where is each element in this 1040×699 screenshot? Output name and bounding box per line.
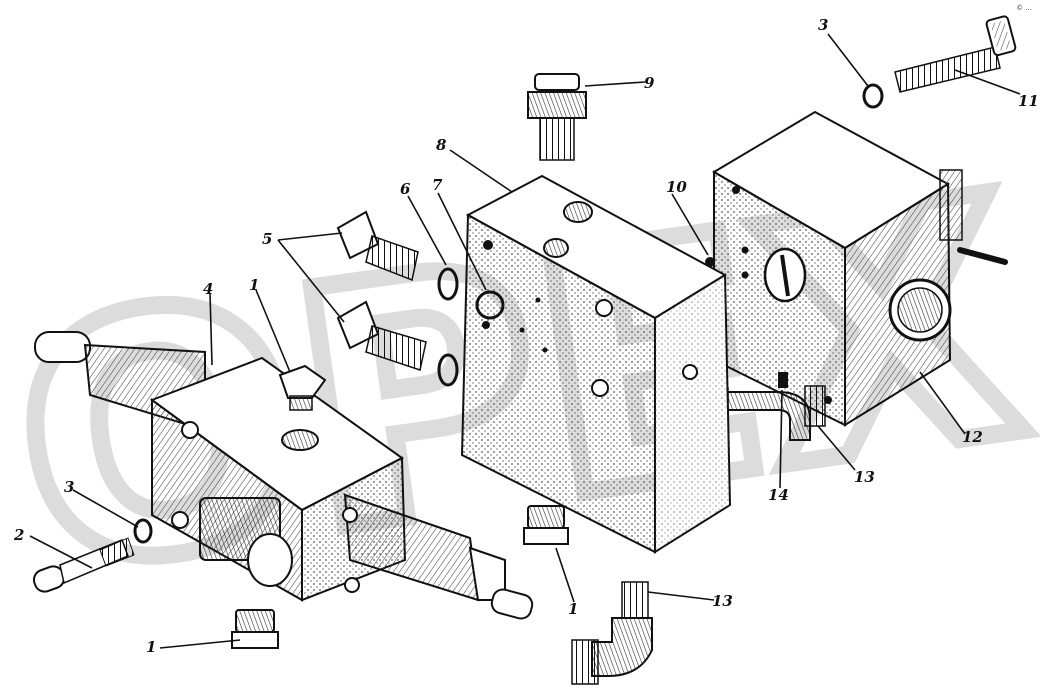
callout-6: 6 xyxy=(400,180,411,198)
callout-labels: 3 11 9 8 6 7 10 5 4 1 12 13 14 3 2 1 1 1… xyxy=(13,16,1039,656)
part-12-rear-housing xyxy=(712,110,1008,427)
part-5-bolt-lower xyxy=(336,300,427,371)
callout-13-right: 13 xyxy=(854,468,875,486)
part-11-long-bolt xyxy=(894,15,1017,93)
part-10-pin xyxy=(705,257,715,267)
callout-7: 7 xyxy=(432,176,443,194)
part-1-plug-middle xyxy=(523,505,569,545)
part-4-valve-body xyxy=(34,331,534,620)
part-5-bolt-upper xyxy=(336,210,419,282)
part-3-washer-left xyxy=(133,518,153,544)
callout-1-top: 1 xyxy=(249,276,259,294)
callout-1-middle: 1 xyxy=(568,600,578,618)
part-8-main-block xyxy=(460,174,732,554)
part-2-screw xyxy=(32,537,135,593)
part-9-fitting xyxy=(527,73,587,161)
callout-4: 4 xyxy=(203,280,213,298)
part-6-washers xyxy=(437,267,459,387)
part-13-elbow-bottom xyxy=(571,581,653,685)
part-1-plug-bottom-left xyxy=(231,609,279,649)
callout-1-bottom: 1 xyxy=(146,638,156,656)
part-3-washer-top xyxy=(862,83,884,109)
leader-lines xyxy=(29,33,1021,649)
callout-9: 9 xyxy=(644,74,655,92)
corner-mark: © ... xyxy=(1016,4,1032,12)
callout-12: 12 xyxy=(962,428,983,446)
callout-13-bottom: 13 xyxy=(712,592,733,610)
callout-8: 8 xyxy=(436,136,447,154)
callout-2: 2 xyxy=(13,526,24,544)
callout-10: 10 xyxy=(666,178,687,196)
callout-14: 14 xyxy=(768,486,789,504)
part-14-seal xyxy=(778,372,788,388)
callout-3-left: 3 xyxy=(64,478,74,496)
callout-5: 5 xyxy=(262,230,272,248)
callout-11: 11 xyxy=(1018,92,1039,110)
callout-3-top: 3 xyxy=(818,16,828,34)
